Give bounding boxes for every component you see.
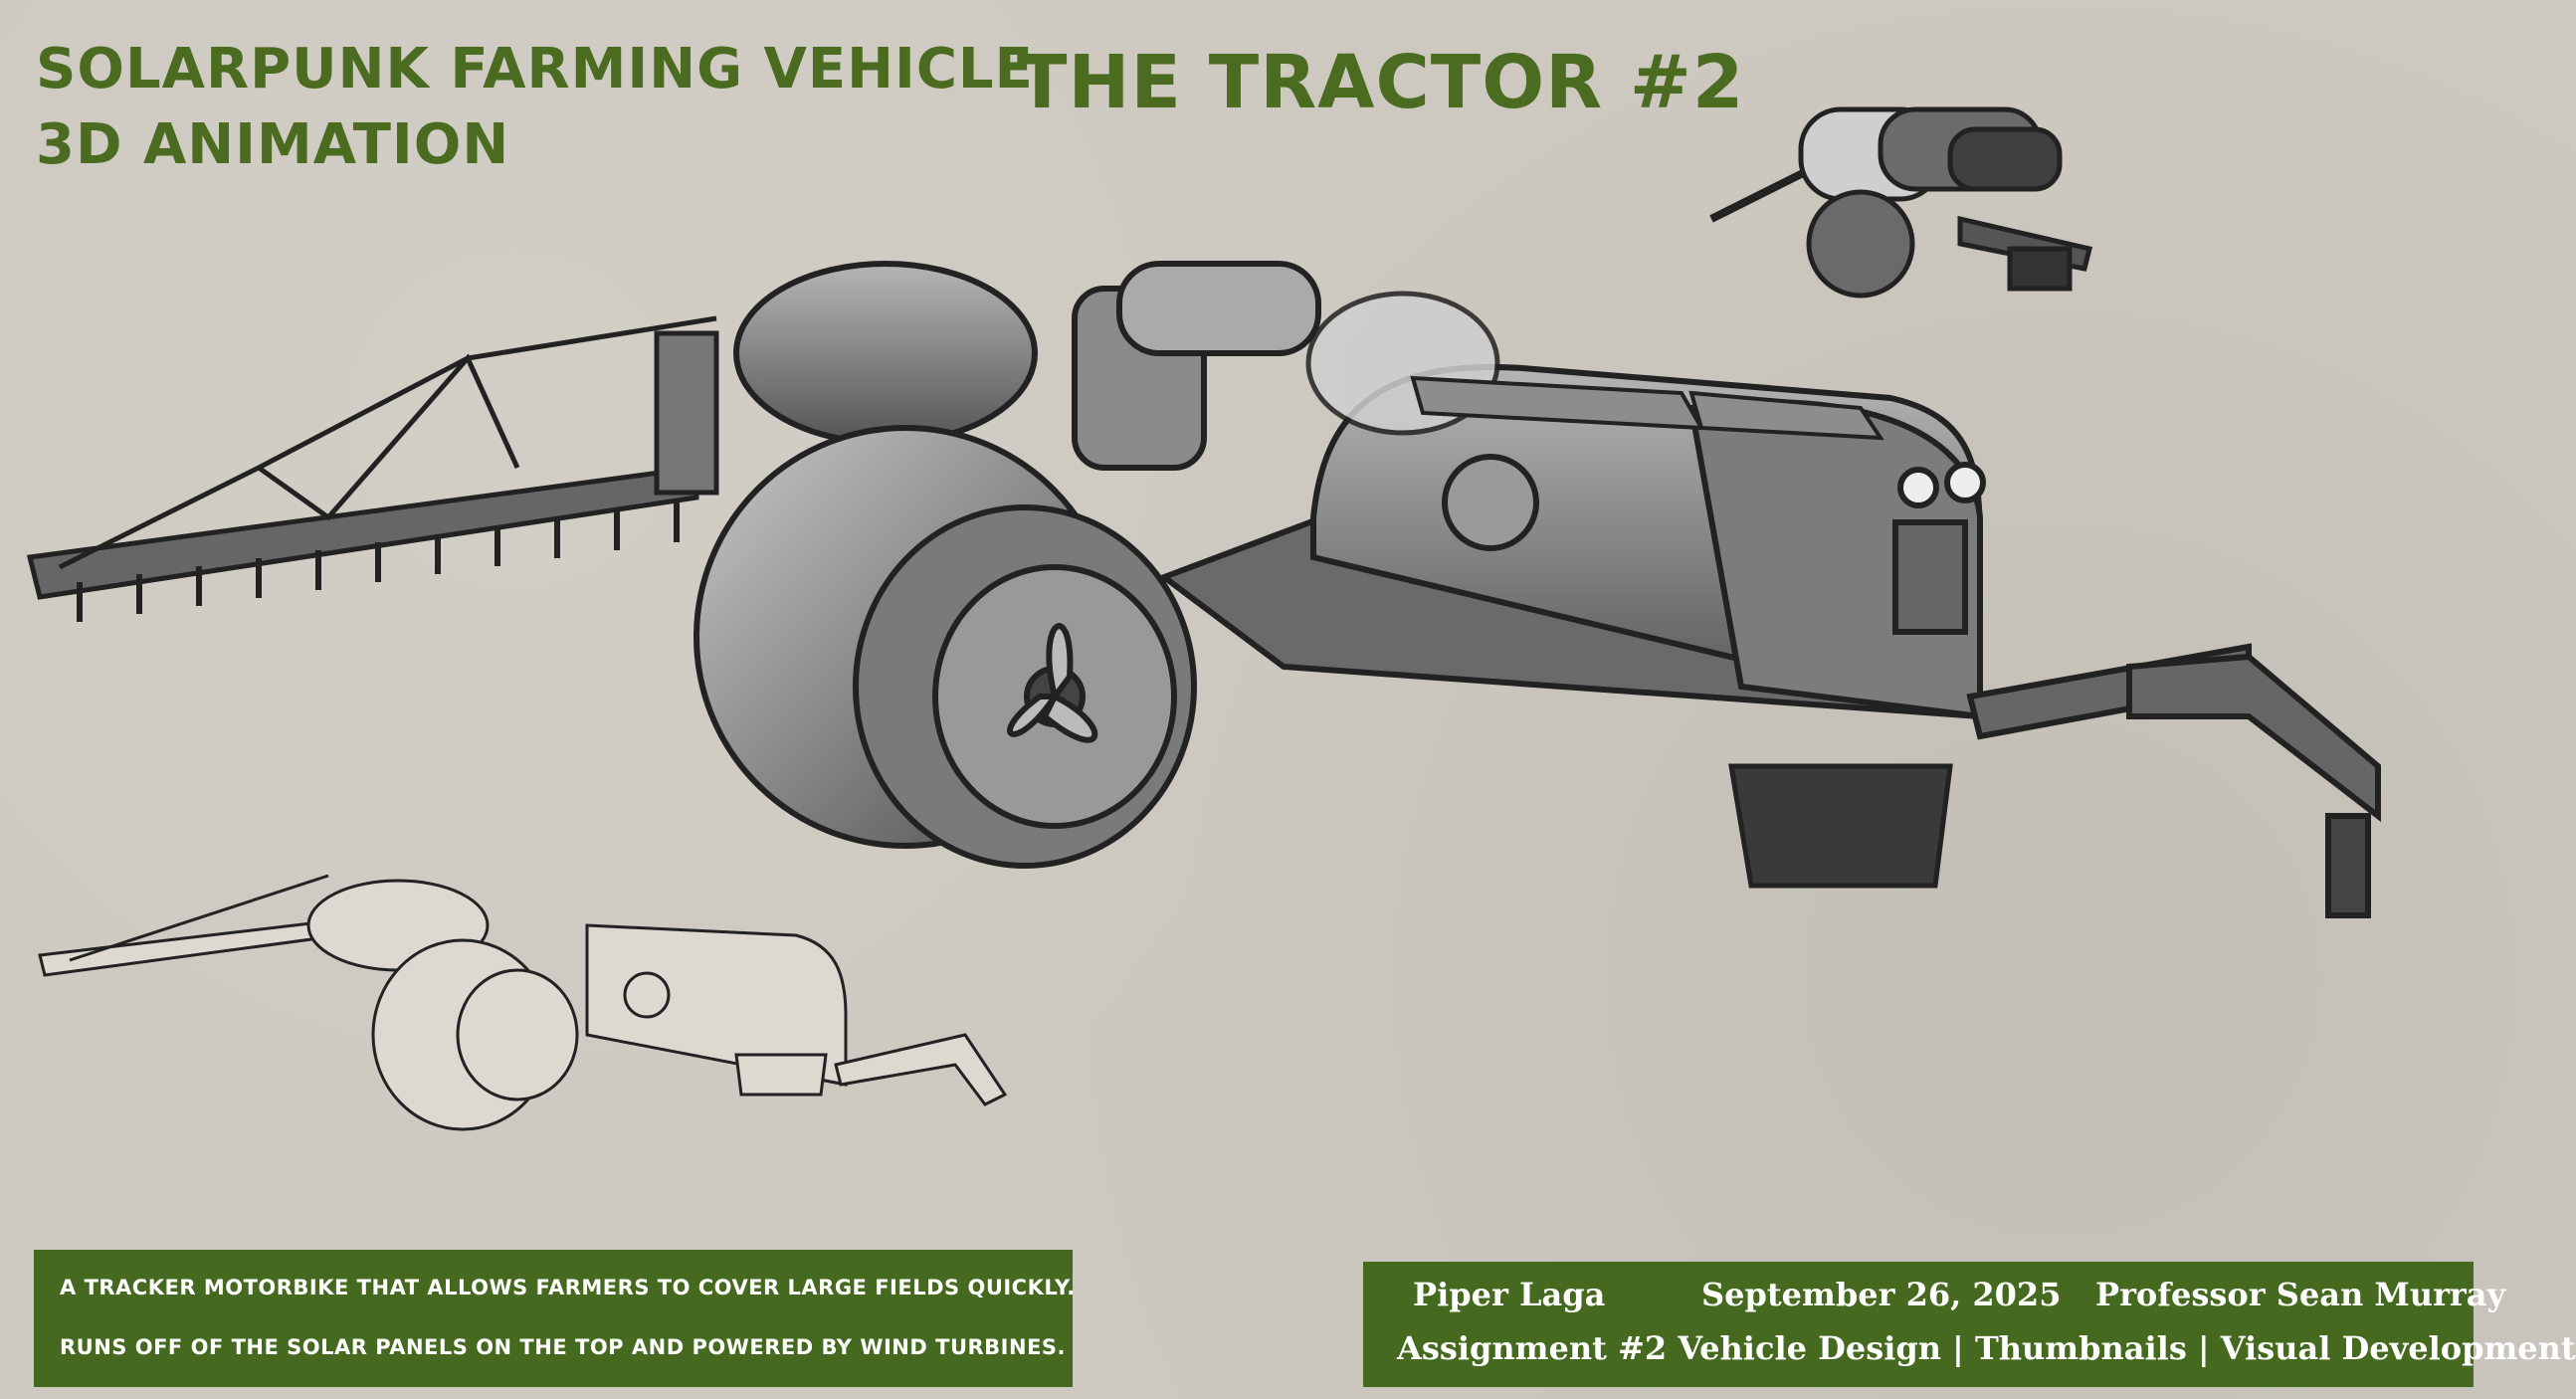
rear-turbine-wheel — [694, 425, 1197, 869]
description-line-1: A TRACKER MOTORBIKE THAT ALLOWS FARMERS … — [60, 1276, 1076, 1299]
description-line-2: RUNS OFF OF THE SOLAR PANELS ON THE TOP … — [60, 1335, 1067, 1359]
professor-name: Professor Sean Murray — [2095, 1276, 2506, 1313]
course-info: Assignment #2 Vehicle Design | Thumbnail… — [1397, 1329, 2576, 1367]
subtitle-line-2: 3D ANIMATION — [36, 112, 510, 177]
author-name: Piper Laga — [1413, 1276, 1606, 1313]
solar-panels — [1410, 375, 1884, 441]
description-box: A TRACKER MOTORBIKE THAT ALLOWS FARMERS … — [34, 1250, 1076, 1387]
thumbnail-bottom-left — [38, 874, 1008, 1131]
front-brush — [1728, 763, 1953, 889]
front-hitch-arm — [1966, 643, 2381, 918]
sprayer-boom — [26, 315, 719, 600]
thumbnail-top-right — [1709, 106, 2093, 299]
page-title: THE TRACTOR #2 — [1017, 40, 1745, 125]
sprayer-nozzles — [77, 502, 680, 622]
main-tractor-illustration — [26, 261, 2381, 918]
date-label: September 26, 2025 — [1701, 1276, 2062, 1313]
rear-tanks — [733, 261, 1321, 471]
tractor-body — [1157, 363, 1986, 720]
subtitle-line-1: SOLARPUNK FARMING VEHICLE — [36, 37, 1034, 101]
credits-box: Piper Laga September 26, 2025 Professor … — [1363, 1262, 2576, 1387]
